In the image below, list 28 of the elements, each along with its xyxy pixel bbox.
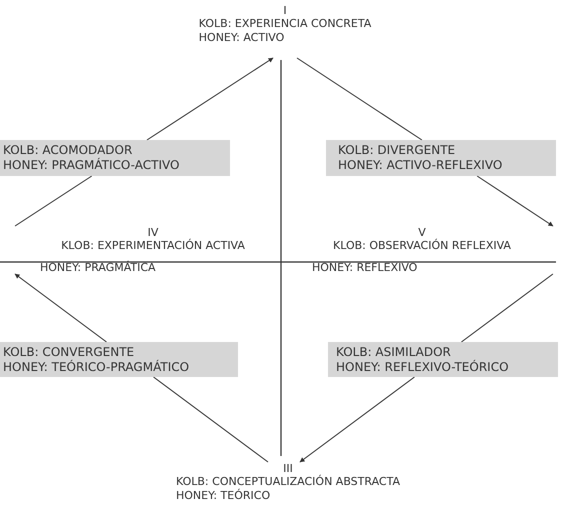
arrow bbox=[476, 176, 554, 226]
arrow bbox=[300, 376, 415, 462]
kolb-label: KOLB: EXPERIENCIA CONCRETA bbox=[198, 17, 372, 31]
kolb-label: KOLB: CONVERGENTE bbox=[3, 345, 136, 360]
kolb-label: KOLB: ASIMILADOR bbox=[336, 345, 452, 360]
honey-label: HONEY: ACTIVO-REFLEXIVO bbox=[338, 158, 504, 173]
kolb-label: KOLB: DIVERGENTE bbox=[338, 143, 456, 158]
style-box bbox=[0, 140, 230, 176]
kolb-label: KLOB: EXPERIMENTACIÓN ACTIVA bbox=[60, 239, 246, 253]
honey-label: HONEY: PRAGMÁTICA bbox=[40, 261, 157, 275]
style-box bbox=[328, 342, 558, 377]
quadrant-numeral: III bbox=[283, 462, 293, 475]
style-box bbox=[326, 140, 556, 176]
kolb-label: KOLB: ACOMODADOR bbox=[3, 143, 134, 158]
honey-label: HONEY: REFLEXIVO-TEÓRICO bbox=[336, 360, 510, 375]
honey-label: HONEY: TEÓRICO-PRAGMÁTICO bbox=[3, 360, 190, 375]
quadrant-numeral: IV bbox=[148, 226, 158, 239]
honey-label: HONEY: REFLEXIVO bbox=[312, 261, 418, 275]
kolb-label: KOLB: CONCEPTUALIZACIÓN ABSTRACTA bbox=[176, 475, 400, 488]
quadrant-numeral: V bbox=[418, 226, 426, 239]
quadrant-numeral: I bbox=[282, 4, 288, 17]
honey-label: HONEY: TEÓRICO bbox=[176, 489, 272, 503]
style-box bbox=[0, 342, 238, 377]
arrow bbox=[14, 274, 107, 342]
honey-label: HONEY: PRAGMÁTICO-ACTIVO bbox=[3, 158, 180, 173]
honey-label: HONEY: ACTIVO bbox=[198, 31, 286, 45]
kolb-label: KLOB: OBSERVACIÓN REFLEXIVA bbox=[332, 239, 512, 253]
arrow bbox=[146, 58, 274, 140]
